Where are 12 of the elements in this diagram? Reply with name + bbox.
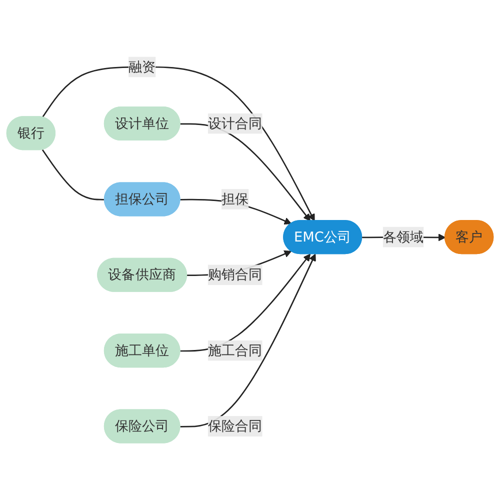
edge-label: 保险合同	[208, 418, 262, 434]
edge-label: 施工合同	[208, 342, 262, 358]
arrow	[180, 123, 311, 222]
edge-label: 设计合同	[208, 115, 262, 132]
arrow	[42, 66, 315, 222]
edge-label: 融资	[128, 58, 156, 75]
arrow	[180, 254, 311, 352]
edge-label: 各领域	[382, 228, 424, 245]
edge-label: 购销合同	[208, 266, 262, 283]
edge-label: 担保	[221, 190, 249, 208]
connector	[42, 150, 105, 200]
arrow	[180, 254, 316, 428]
